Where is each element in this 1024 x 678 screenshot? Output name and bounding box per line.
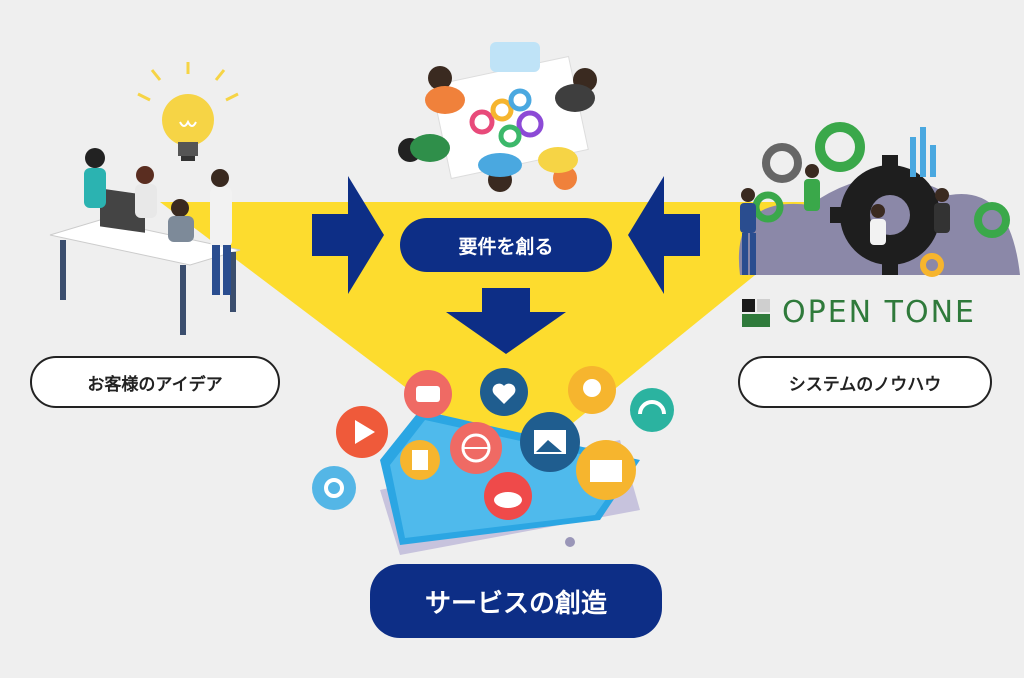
- service-creation-label: サービスの創造: [370, 564, 662, 638]
- logo-text: OPEN TONE: [782, 295, 976, 330]
- arrow-left: [628, 176, 700, 294]
- heart-icon: [480, 368, 528, 416]
- play-icon: [336, 406, 388, 458]
- smartphone-apps-illustration: [312, 366, 674, 555]
- arrow-down: [446, 288, 566, 354]
- meeting-illustration: [398, 42, 597, 192]
- gears-icon: [469, 88, 544, 148]
- location-pin-icon: [568, 366, 616, 414]
- arrow-right: [312, 176, 384, 294]
- system-knowhow-label: システムのノウハウ: [738, 356, 992, 408]
- settings-icon: [312, 466, 356, 510]
- headphones-icon: [630, 388, 674, 432]
- clapperboard-icon: [576, 440, 636, 500]
- green-gear-icon: [752, 122, 1010, 238]
- tag-icon: [400, 440, 440, 480]
- image-icon: [520, 412, 580, 472]
- cloud-icon: [484, 472, 532, 520]
- lightbulb-icon: [137, 62, 239, 161]
- globe-icon: [450, 422, 502, 474]
- logo-mark-icon: [742, 298, 770, 327]
- customer-idea-label: お客様のアイデア: [30, 356, 280, 408]
- open-tone-logo: OPEN TONE: [742, 295, 976, 330]
- wallet-icon: [404, 370, 452, 418]
- create-requirements-label: 要件を創る: [400, 218, 612, 272]
- gears-team-illustration: [738, 122, 1020, 277]
- office-team-illustration: [49, 62, 241, 335]
